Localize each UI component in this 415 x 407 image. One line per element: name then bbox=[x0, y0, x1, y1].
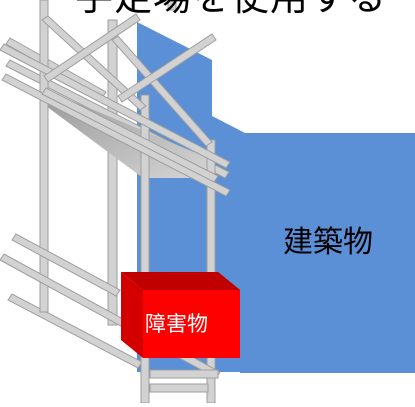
building-label: 建築物 bbox=[283, 225, 373, 260]
top-caption-text: ー ⼿足場を使用する bbox=[0, 0, 415, 16]
obstacle-left-face bbox=[121, 272, 143, 358]
obstacle-front-face bbox=[143, 290, 240, 358]
obstacle-box bbox=[121, 272, 240, 358]
building-front-face bbox=[240, 133, 415, 373]
obstacle-top-face bbox=[121, 272, 240, 290]
obstacle-label: 障害物 bbox=[145, 312, 208, 336]
scaffold-foreground-bars bbox=[149, 369, 219, 379]
